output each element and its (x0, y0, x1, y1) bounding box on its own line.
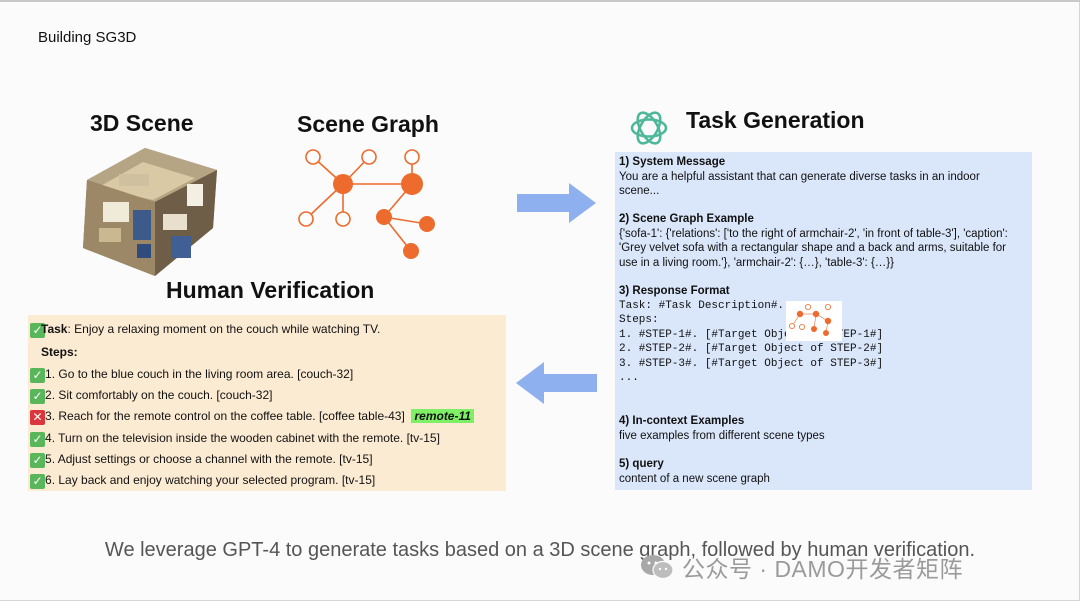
wechat-icon (641, 555, 674, 580)
heading-human-verification: Human Verification (166, 277, 375, 303)
step-text: 2. Sit comfortably on the couch. [couch-… (45, 388, 273, 402)
step-row: ✓ 4. Turn on the television inside the w… (28, 429, 506, 447)
system-message-section: 1) System Message You are a helpful assi… (619, 155, 1026, 199)
step-row: ✓ 2. Sit comfortably on the couch. [couc… (28, 386, 506, 404)
slide-caption: We leverage GPT-4 to generate tasks base… (104, 539, 976, 561)
check-icon: ✓ (30, 323, 45, 338)
arrow-right (517, 183, 596, 223)
human-verification-panel: ✓ Task: Enjoy a relaxing moment on the c… (28, 315, 506, 491)
in-context-examples-section: 4) In-context Examples five examples fro… (619, 414, 1026, 443)
section-text: You are a helpful assistant that can gen… (619, 170, 980, 183)
scene-graph-example-section: 2) Scene Graph Example {'sofa-1': {'rela… (619, 212, 1026, 270)
task-text: : Enjoy a relaxing moment on the couch w… (67, 322, 381, 336)
step-text: 1. Go to the blue couch in the living ro… (45, 367, 354, 381)
section-title: 4) In-context Examples (619, 415, 745, 427)
openai-logo-icon (630, 111, 668, 145)
watermark: 公众号 · DAMO开发者矩阵 (640, 553, 963, 582)
section-text: 'Grey velvet sofa with a rectangular sha… (619, 242, 1007, 254)
top-border (0, 0, 1080, 2)
check-icon: ✓ (30, 368, 45, 383)
code-line: Task: #Task Description#. (619, 299, 785, 312)
step-text: 3. Reach for the remote control on the c… (45, 407, 474, 425)
heading-scene-graph: Scene Graph (297, 111, 439, 137)
query-graph-thumbnail (786, 301, 842, 341)
scene-graph-diagram (298, 149, 435, 259)
check-icon: ✓ (30, 453, 45, 468)
cross-icon: ✕ (30, 410, 45, 425)
section-text: scene... (619, 185, 660, 197)
section-text: content of a new scene graph (619, 472, 770, 485)
code-line: 1. #STEP-1#. [#Target Object of STEP-1#] (619, 328, 884, 341)
steps-header-row: Steps: (28, 343, 506, 361)
section-text: five examples from different scene types (619, 429, 825, 442)
task-generation-panel: 1) System Message You are a helpful assi… (615, 152, 1032, 490)
code-line: Steps: (619, 314, 659, 326)
code-line: 2. #STEP-2#. [#Target Object of STEP-2#] (619, 343, 884, 355)
section-text: {'sofa-1': {'relations': ['to the right … (619, 227, 1008, 240)
task-row: ✓ Task: Enjoy a relaxing moment on the c… (28, 320, 506, 338)
step-row: ✓ 5. Adjust settings or choose a channel… (28, 450, 506, 468)
task-line: Task: Enjoy a relaxing moment on the cou… (41, 320, 380, 338)
steps-label: Steps: (41, 345, 78, 359)
task-label: Task (41, 322, 68, 336)
step-row: ✓ 1. Go to the blue couch in the living … (28, 365, 506, 383)
heading-3d-scene: 3D Scene (90, 110, 194, 136)
code-line: ... (619, 372, 639, 384)
step-row: ✓ 6. Lay back and enjoy watching your se… (28, 471, 506, 489)
query-section: 5) query content of a new scene graph (619, 457, 1026, 486)
section-title: 5) query (619, 458, 664, 470)
heading-task-generation: Task Generation (686, 107, 865, 133)
check-icon: ✓ (30, 432, 45, 447)
response-format-section: 3) Response Format Task: #Task Descripti… (619, 284, 1026, 386)
check-icon: ✓ (30, 474, 45, 489)
code-line: 3. #STEP-3#. [#Target Object of STEP-3#] (619, 357, 884, 370)
3d-scene-image (83, 148, 217, 276)
corrected-object-tag: remote-11 (411, 409, 474, 423)
check-icon: ✓ (30, 389, 45, 404)
step-text: 4. Turn on the television inside the woo… (45, 431, 440, 445)
slide-title: Building SG3D (38, 29, 137, 46)
step-text: 5. Adjust settings or choose a channel w… (45, 452, 373, 466)
step-text: 6. Lay back and enjoy watching your sele… (45, 473, 376, 487)
step-row-rejected: ✕ 3. Reach for the remote control on the… (28, 407, 506, 425)
section-title: 2) Scene Graph Example (619, 213, 754, 225)
section-title: 3) Response Format (619, 285, 730, 297)
watermark-text: 公众号 · DAMO开发者矩阵 (682, 556, 963, 582)
section-title: 1) System Message (619, 156, 726, 168)
section-text: use in a living room.'}, 'armchair-2': {… (619, 256, 894, 269)
arrow-left (516, 362, 597, 404)
